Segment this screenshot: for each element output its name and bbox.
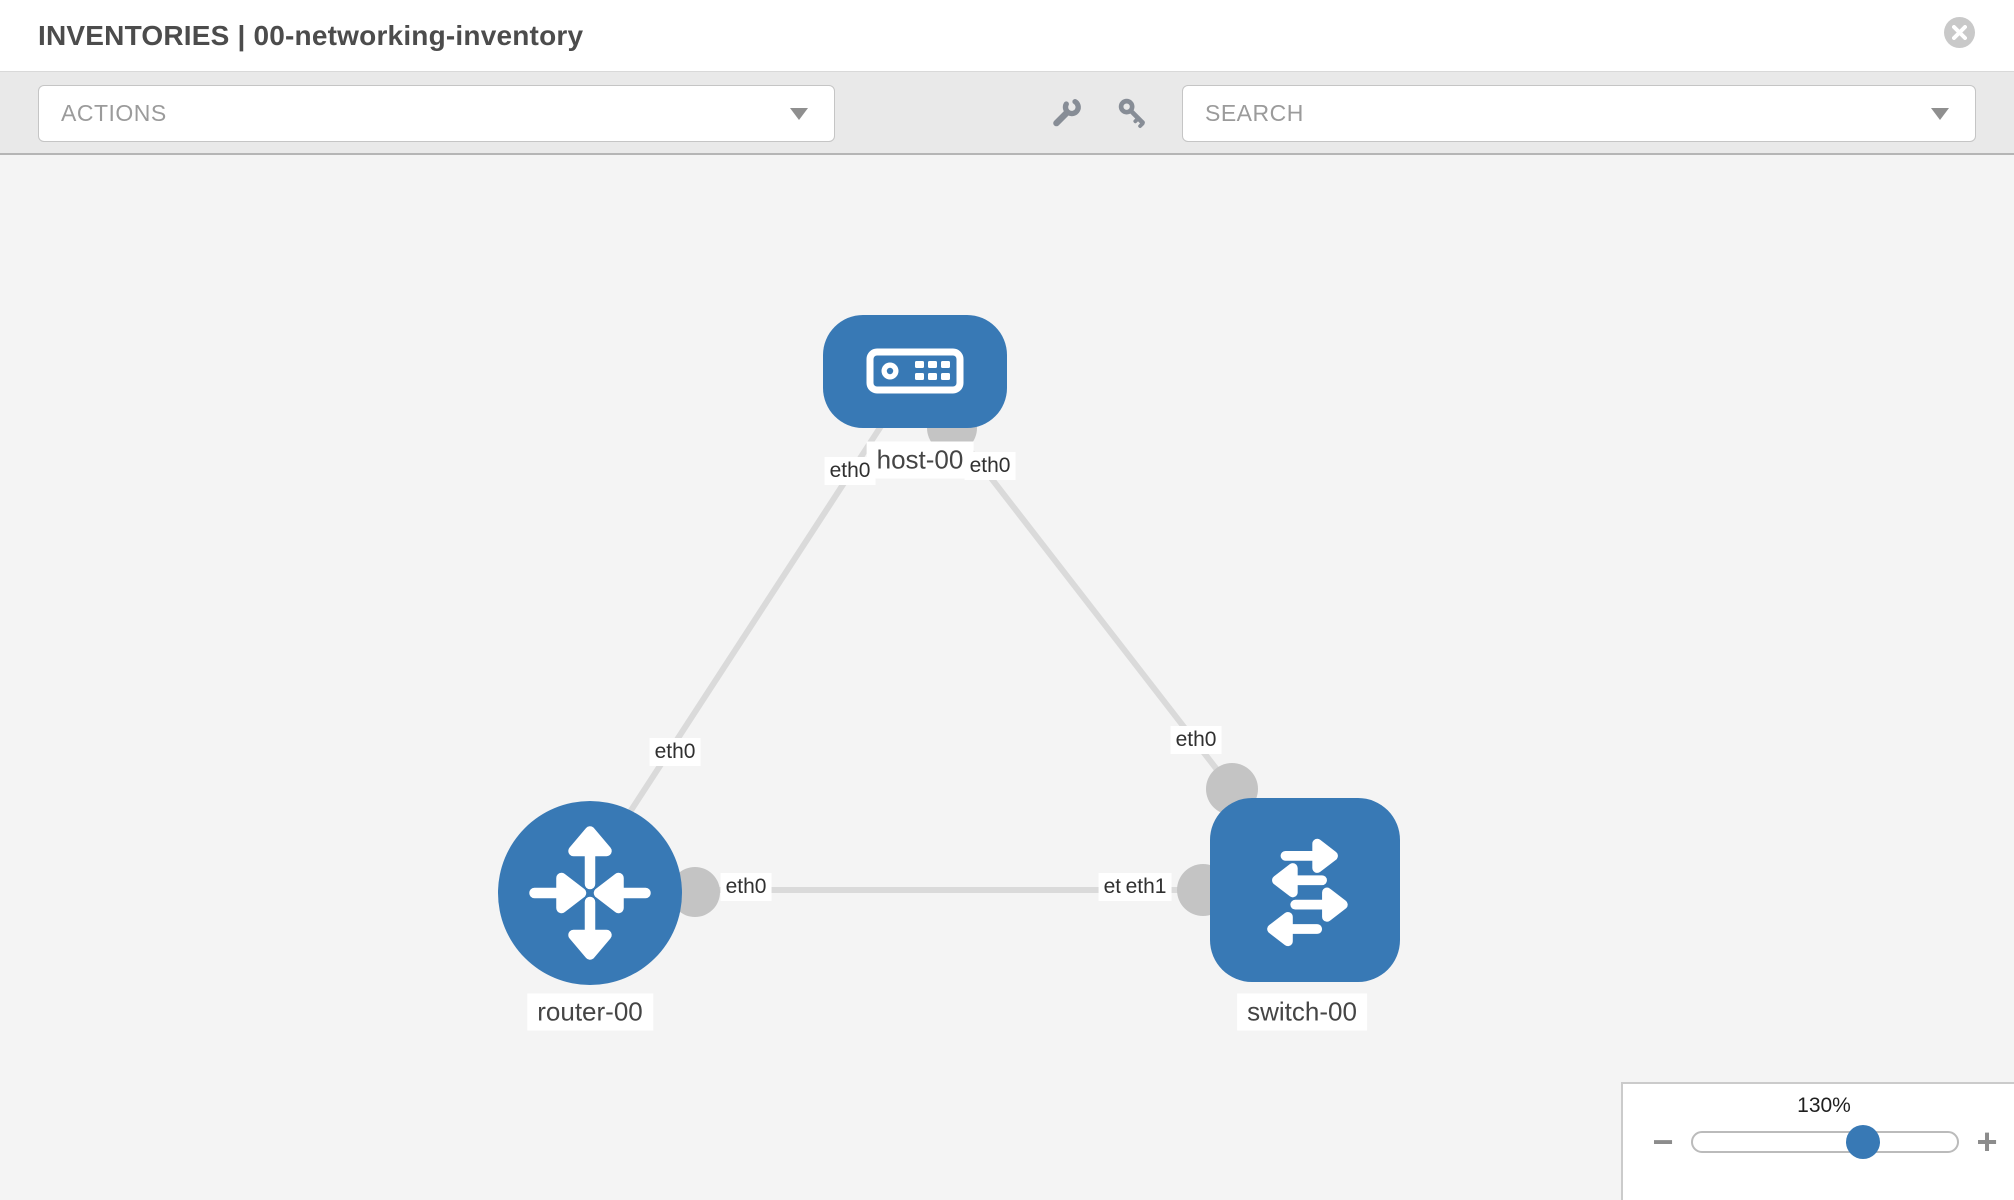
interface-label-eth0: eth0 bbox=[720, 873, 772, 901]
actions-dropdown-label: ACTIONS bbox=[61, 100, 167, 126]
node-label-router-00: router-00 bbox=[527, 993, 653, 1031]
chevron-down-icon bbox=[790, 107, 808, 120]
configure-button[interactable] bbox=[1049, 96, 1083, 130]
search-dropdown-label: SEARCH bbox=[1205, 100, 1304, 126]
node-host-00[interactable] bbox=[823, 314, 1007, 428]
close-button[interactable] bbox=[1944, 17, 1975, 48]
key-icon bbox=[1118, 98, 1145, 128]
page-title: INVENTORIES | 00-networking-inventory bbox=[38, 19, 584, 51]
node-router-00[interactable] bbox=[498, 801, 682, 985]
node-label-host-00: host-00 bbox=[866, 441, 974, 479]
close-icon bbox=[1952, 25, 1967, 40]
zoom-slider-handle[interactable] bbox=[1846, 1125, 1881, 1159]
router-icon bbox=[529, 826, 651, 960]
toolbar: ACTIONS SEARCH bbox=[0, 72, 2014, 155]
interface-label-eth0: eth0 bbox=[649, 738, 701, 766]
host-icon bbox=[866, 348, 964, 394]
interface-endpoint[interactable] bbox=[670, 867, 720, 917]
credentials-button[interactable] bbox=[1116, 96, 1150, 130]
topology-canvas[interactable]: 130% − + host-00 router-00 bbox=[0, 155, 2014, 1200]
node-switch-00[interactable] bbox=[1210, 798, 1400, 982]
panel-header: INVENTORIES | 00-networking-inventory bbox=[0, 0, 2014, 72]
node-label-switch-00: switch-00 bbox=[1237, 993, 1367, 1031]
interface-label-eth0: eth0 bbox=[964, 452, 1016, 480]
zoom-in-button[interactable]: + bbox=[1976, 1121, 1998, 1162]
zoom-out-button[interactable]: − bbox=[1652, 1121, 1674, 1162]
chevron-down-icon bbox=[1931, 107, 1949, 120]
interface-label-eth0: eth0 bbox=[1170, 726, 1222, 754]
zoom-control-panel: 130% − + bbox=[1621, 1082, 2014, 1200]
switch-icon bbox=[1267, 838, 1348, 947]
search-dropdown[interactable]: SEARCH bbox=[1182, 85, 1976, 142]
zoom-level-value: 130% bbox=[1797, 1094, 1851, 1117]
actions-dropdown[interactable]: ACTIONS bbox=[38, 85, 835, 142]
interface-label-eth1: eth1 bbox=[1120, 873, 1172, 901]
wrench-icon bbox=[1053, 97, 1081, 126]
interface-label-eth0: eth0 bbox=[824, 457, 876, 485]
links-layer bbox=[612, 403, 1258, 917]
zoom-slider-track[interactable] bbox=[1691, 1125, 1959, 1159]
